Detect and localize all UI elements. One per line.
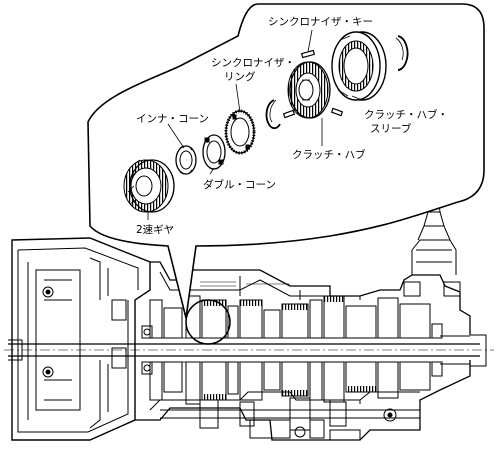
exploded-parts (123, 31, 409, 213)
exploded-view-balloon (87, 3, 485, 319)
clutch-hub-part (287, 61, 331, 119)
second-gear-part (123, 159, 175, 213)
inner-cone-part (175, 145, 197, 175)
clutch-hub-sleeve-part (331, 31, 387, 101)
double-cone-part (202, 134, 226, 170)
synchronizer-key-part (282, 49, 344, 119)
label-clutch-hub: クラッチ・ハブ (292, 148, 366, 161)
snap-ring-part (265, 99, 281, 130)
synchronizer-ring-part (224, 109, 256, 155)
label-second-gear: 2速ギヤ (136, 224, 174, 236)
label-synchronizer-ring-line2: リング (224, 70, 256, 83)
part-labels: シンクロナイザ・キー シンクロナイザ・ リング インナ・コーン クラッチ・ハブ・… (136, 16, 448, 236)
label-synchronizer-key: シンクロナイザ・キー (268, 16, 373, 28)
detail-callout-circle (185, 299, 231, 345)
label-clutch-hub-sleeve-line2: スリーブ (370, 122, 412, 135)
leader-lines (147, 29, 363, 220)
label-double-cone: ダブル・コーン (203, 178, 276, 191)
snap-ring-right-part (397, 35, 409, 71)
label-synchronizer-ring-line1: シンクロナイザ・ (211, 57, 295, 69)
label-inner-cone: インナ・コーン (136, 113, 209, 125)
label-clutch-hub-sleeve-line1: クラッチ・ハブ・ (364, 108, 448, 121)
